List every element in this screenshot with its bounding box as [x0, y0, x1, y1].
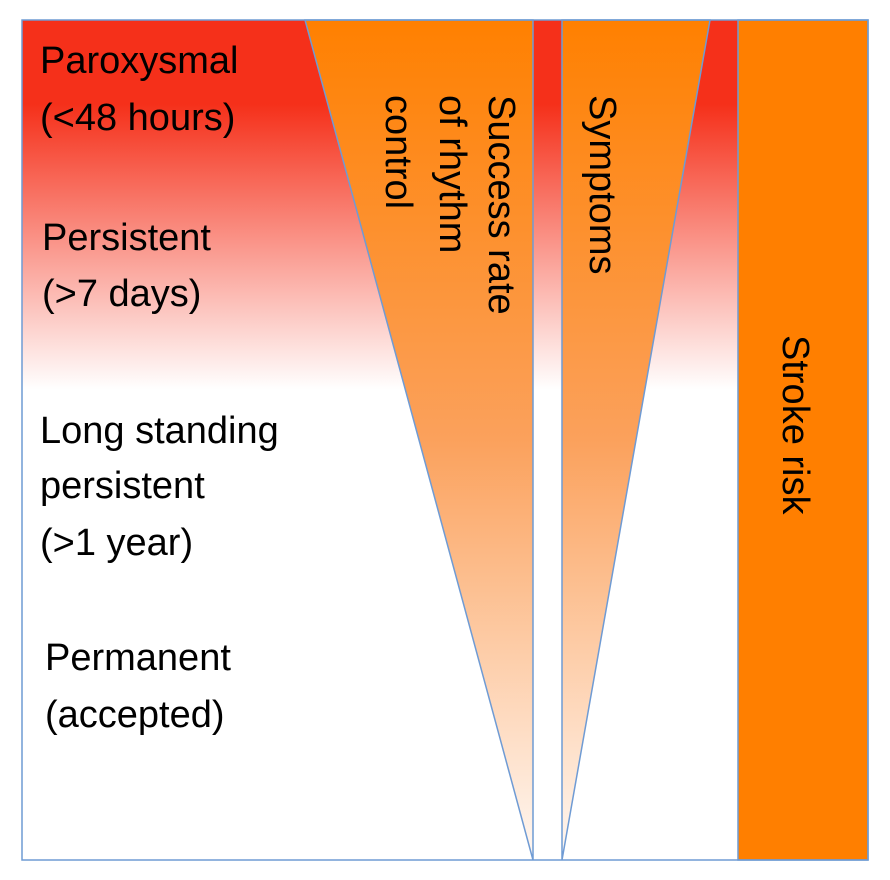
af-type-long-standing: Long standing — [40, 410, 279, 452]
af-type-long-standing-duration: (>1 year) — [40, 522, 193, 564]
af-type-permanent: Permanent — [45, 637, 231, 679]
af-type-permanent-note: (accepted) — [45, 694, 225, 736]
af-type-long-standing-2: persistent — [40, 465, 205, 507]
rhythm-control-label-2: of rhythm — [431, 95, 473, 253]
af-type-persistent: Persistent — [42, 217, 211, 259]
symptoms-label: Symptoms — [581, 95, 623, 274]
rhythm-control-label-3: control — [377, 95, 419, 209]
af-type-persistent-duration: (>7 days) — [42, 273, 201, 315]
stroke-risk-label: Stroke risk — [774, 335, 816, 515]
diagram-border — [21, 19, 869, 861]
rhythm-control-label-1: Success rate — [480, 95, 522, 315]
af-type-paroxysmal-duration: (<48 hours) — [40, 97, 235, 139]
af-type-paroxysmal: Paroxysmal — [40, 40, 239, 82]
